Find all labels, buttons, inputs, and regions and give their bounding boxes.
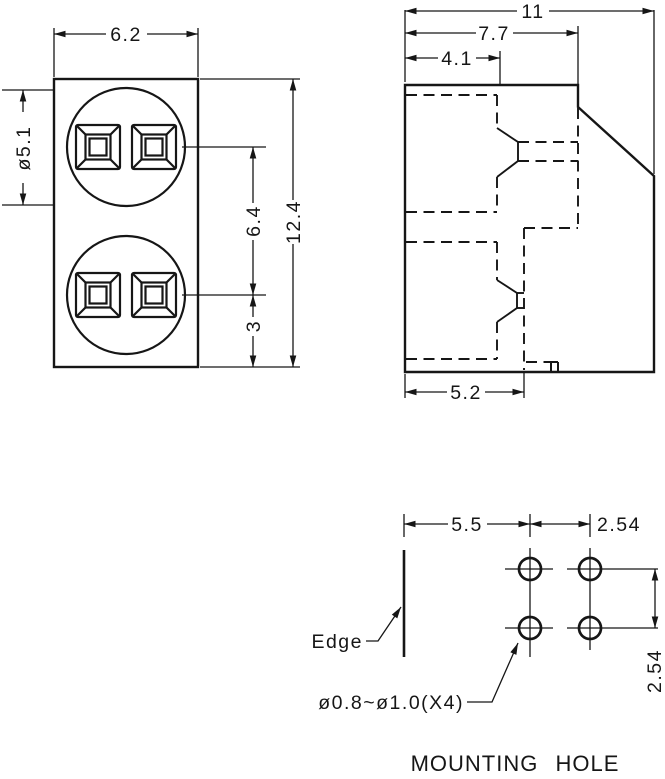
led-chip (130, 271, 178, 319)
led-chip (74, 271, 122, 319)
dim-label-front-depth: 4.1 (441, 48, 473, 70)
dim-label-front-height: 12.4 (283, 200, 305, 244)
dim-edge-offset: 5.5 (403, 514, 591, 537)
mounting-hole (577, 615, 603, 641)
dim-label-lens-diameter: ø5.1 (13, 125, 35, 170)
dim-label-bottom-offset: 3 (243, 320, 265, 332)
dim-label-hole-pitch-y: 2.54 (644, 649, 665, 693)
edge-leader: Edge (311, 606, 402, 653)
side-outline (403, 83, 656, 374)
led-chip (130, 123, 178, 171)
dim-hole-pitch-x: 2.54 (530, 514, 641, 536)
side-view: 11 7.7 4.1 5.2 (403, 1, 656, 404)
dim-label-front-width: 6.2 (110, 24, 142, 46)
mounting-view-caption: MOUNTING HOLE (411, 751, 620, 776)
dim-label-row-pitch: 6.4 (243, 205, 265, 237)
dim-base-depth: 5.2 (404, 372, 525, 404)
mounting-hole (577, 556, 603, 582)
dim-label-body-depth: 7.7 (478, 23, 510, 45)
dim-bottom-offset: 3 (243, 295, 265, 367)
dim-label-edge-offset: 5.5 (451, 514, 483, 536)
dim-label-hole-pitch-x: 2.54 (597, 514, 641, 536)
dim-body-depth: 7.7 (405, 23, 579, 84)
side-bottom-step (545, 361, 559, 372)
dim-row-pitch: 6.4 (182, 146, 266, 296)
dim-front-width: 6.2 (53, 24, 199, 77)
hole-spec-label: ø0.8~ø1.0(X4) (318, 692, 464, 714)
side-reflector-cups (496, 127, 524, 323)
mounting-hole (517, 615, 543, 641)
dim-lens-diameter: ø5.1 (2, 89, 54, 206)
front-outline (52, 77, 200, 369)
mounting-hole (517, 556, 543, 582)
hole-spec-leader: ø0.8~ø1.0(X4) (318, 642, 519, 714)
dim-overall-depth: 11 (404, 1, 655, 174)
led-chip (74, 123, 122, 171)
side-hidden-lines (406, 94, 579, 370)
edge-label: Edge (311, 631, 363, 653)
dim-front-depth: 4.1 (405, 48, 501, 84)
hole-center-lines (505, 548, 658, 657)
front-view: 6.2 ø5.1 6.4 3 (2, 24, 305, 369)
dim-label-base-depth: 5.2 (450, 382, 482, 404)
mounting-view: 5.5 2.54 2.54 Edge (311, 514, 665, 776)
dim-front-height: 12.4 (200, 78, 305, 368)
dim-label-overall-depth: 11 (521, 1, 544, 23)
dim-hole-pitch-y: 2.54 (644, 569, 665, 693)
